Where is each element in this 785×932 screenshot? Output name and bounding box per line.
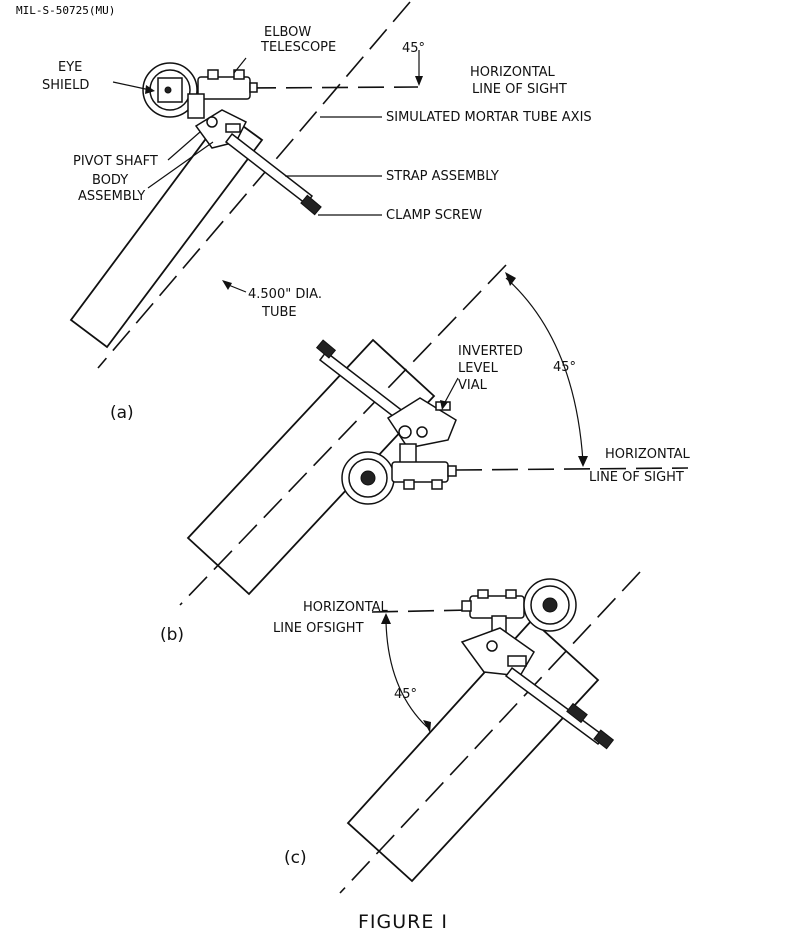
tube-diameter-label: 4.500" DIA. TUBE bbox=[248, 287, 326, 320]
panel-a: EYE SHIELD ELBOW TELESCOPE 45° HORIZONTA… bbox=[42, 1, 592, 423]
panel-c-angle-arc bbox=[385, 621, 428, 728]
panel-a-clamp-screw-knob bbox=[300, 194, 322, 216]
clamp-screw-label: CLAMP SCREW bbox=[386, 208, 482, 223]
body-assembly-label: BODY ASSEMBLY bbox=[78, 173, 145, 204]
panel-b-horizontal-line bbox=[455, 467, 689, 471]
strap-assembly-label: STRAP ASSEMBLY bbox=[386, 169, 499, 184]
panel-a-angle-label: 45° bbox=[402, 41, 425, 56]
panel-b-tag: (b) bbox=[160, 625, 184, 645]
panel-c-horizontal-line bbox=[371, 609, 471, 613]
panel-a-horizontal-line bbox=[249, 86, 419, 89]
panel-a-sight-unit bbox=[142, 62, 322, 216]
pivot-shaft-label: PIVOT SHAFT bbox=[73, 154, 158, 169]
eye-shield-label: EYE SHIELD bbox=[42, 60, 89, 93]
elbow-telescope-label: ELBOW TELESCOPE bbox=[260, 25, 336, 55]
panel-a-tube bbox=[69, 111, 264, 349]
tube-axis-label: SIMULATED MORTAR TUBE AXIS bbox=[386, 110, 592, 125]
panel-c: HORIZONTAL LINE OFSIGHT 45° (c) bbox=[273, 571, 641, 894]
panel-b-angle-label: 45° bbox=[553, 360, 576, 375]
panel-c-tag: (c) bbox=[284, 848, 307, 868]
panel-c-angle-label: 45° bbox=[394, 687, 417, 702]
panel-b: INVERTED LEVEL VIAL 45° HORIZONTAL LINE … bbox=[160, 264, 694, 645]
panel-a-horizontal-los-label: HORIZONTAL LINE OF SIGHT bbox=[470, 65, 567, 97]
panel-c-horizontal-los-label: HORIZONTAL LINE OFSIGHT bbox=[273, 600, 392, 636]
panel-c-tube-axis bbox=[339, 571, 641, 894]
panel-b-tube-axis bbox=[179, 264, 507, 606]
panel-a-tube-axis bbox=[97, 1, 411, 369]
panel-a-tag: (a) bbox=[110, 403, 134, 423]
level-vial-label: INVERTED LEVEL VIAL bbox=[458, 344, 527, 393]
panel-b-angle-arc bbox=[505, 277, 584, 463]
panel-b-horizontal-los-label: HORIZONTAL LINE OF SIGHT bbox=[589, 447, 694, 485]
panel-c-sight-unit bbox=[460, 578, 615, 750]
panel-b-sight-unit bbox=[315, 339, 457, 505]
figure-caption: FIGURE I bbox=[358, 911, 448, 932]
document-id: MIL-S-50725(MU) bbox=[16, 4, 115, 17]
panel-c-tube bbox=[346, 618, 600, 883]
